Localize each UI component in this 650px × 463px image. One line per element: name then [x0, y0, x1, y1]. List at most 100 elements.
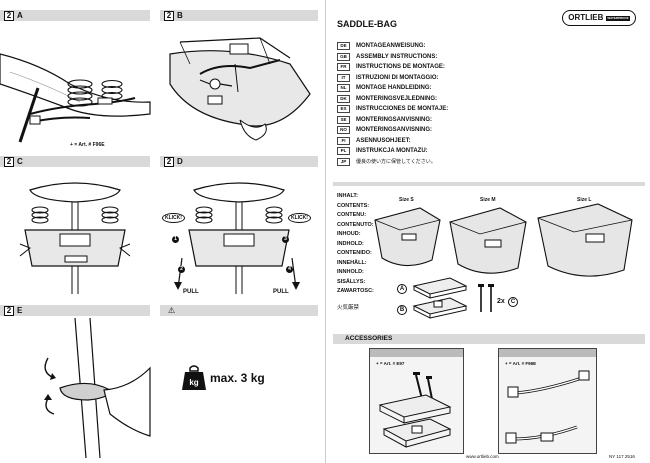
lang-code: JP	[337, 157, 350, 166]
contents-label: INNEHÅLL:	[337, 259, 367, 266]
accessories-header: ACCESSORIES	[333, 334, 645, 344]
svg-text:kg: kg	[189, 378, 198, 387]
lang-title: ASENNUSOHJEET:	[356, 137, 411, 144]
language-row: DK MONTERINGSVEJLEDNING:	[337, 94, 437, 104]
lang-code: FR	[337, 63, 350, 71]
language-row: PL INSTRUKCJA MONTAZU:	[337, 146, 428, 156]
size-l-label: Size L	[577, 197, 592, 203]
panel-b-illustration	[169, 37, 311, 141]
lang-code: DE	[337, 42, 350, 50]
part-a-marker: A	[397, 284, 407, 294]
page-divider	[325, 0, 326, 463]
step-2-badge: 2	[178, 266, 185, 273]
panel-d-number: 2	[164, 157, 174, 167]
panel-a-illustration	[0, 53, 151, 143]
part-c-marker: C	[508, 297, 518, 307]
panel-b-letter: B	[177, 11, 183, 20]
part-b-marker: B	[397, 305, 407, 315]
language-row: NL MONTAGE HANDLEIDING:	[337, 83, 432, 93]
accessory-card-right: + = Art. # F96E	[498, 348, 597, 454]
contents-label: CONTENUTO:	[337, 221, 374, 228]
lang-title: ISTRUZIONI DI MONTAGGIO:	[356, 74, 439, 81]
panel-e-number: 2	[4, 306, 14, 316]
panel-c-illustration	[19, 182, 131, 294]
lang-code: ES	[337, 105, 350, 113]
bag-size-s	[374, 207, 441, 267]
language-row: NO MONTERINGSANVISNING:	[337, 125, 432, 135]
size-m-label: Size M	[480, 197, 496, 203]
lang-title: 優良の使い方に保管してください。	[356, 158, 436, 165]
brand-sub: WATERPROOF	[606, 15, 630, 21]
contents-label: ZAWARTOSC:	[337, 288, 374, 294]
lang-title: INSTRUCTIONS DE MONTAGE:	[356, 64, 445, 70]
brand-name: ORTLIEB	[568, 13, 604, 22]
lang-title: MONTERINGSVEJLEDNING:	[356, 95, 438, 102]
lang-code: NO	[337, 126, 350, 134]
screws-illustration	[478, 284, 494, 312]
contents-label: INNHOLD:	[337, 269, 364, 275]
panel-a-header: 2 A	[0, 10, 150, 21]
lang-code: IT	[337, 73, 350, 82]
klick-left-label: KLICK!	[162, 213, 185, 223]
size-s-label: Size S	[399, 197, 414, 203]
step-1-badge: 1	[172, 236, 179, 243]
lang-title: MONTAGE HANDLEIDING:	[356, 85, 432, 91]
panel-d-illustration	[174, 182, 300, 294]
panel-c-letter: C	[17, 157, 23, 166]
panel-a-caption: + = Art. # F96E	[70, 142, 105, 148]
bag-size-m	[449, 207, 527, 274]
accessory-card-hang-tab	[370, 349, 463, 357]
contents-label: CONTENTS:	[337, 202, 370, 209]
pull-left-label: PULL	[183, 289, 199, 295]
lang-title: INSTRUKCJA MONTAZU:	[356, 148, 428, 154]
klick-right-label: KLICK!	[288, 213, 311, 223]
language-row: FI ASENNUSOHJEET:	[337, 136, 411, 146]
ortlieb-logo: ORTLIEB WATERPROOF	[562, 10, 636, 26]
accessory-left-illustration	[378, 372, 452, 448]
warning-icon: ⚠	[168, 306, 176, 315]
contents-label: INDHOLD:	[337, 240, 364, 247]
lang-code: GB	[337, 52, 350, 61]
weight-icon: kg	[182, 365, 206, 390]
step-4-badge: 4	[286, 266, 293, 273]
pull-right-label: PULL	[273, 289, 289, 295]
panel-d-header: 2 D	[160, 156, 318, 167]
panel-a-number: 2	[4, 11, 14, 21]
panel-b-number: 2	[164, 11, 174, 21]
lang-code: PL	[337, 147, 350, 155]
step-3-badge: 3	[282, 236, 289, 243]
accessory-right-illustration	[505, 370, 590, 444]
footer-code: NY 117 2516	[609, 454, 635, 459]
lang-title: MONTERINGSANVISNING:	[356, 116, 433, 123]
lang-code: NL	[337, 84, 350, 92]
page-title: SADDLE-BAG	[337, 19, 397, 29]
max-weight-label: max. 3 kg	[210, 371, 265, 385]
lang-code: DK	[337, 94, 350, 103]
footer-url: www.ortlieb.com	[466, 454, 499, 459]
language-row: SE MONTERINGSANVISNING:	[337, 115, 432, 125]
panel-d-letter: D	[177, 157, 183, 166]
lang-title: MONTERINGSANVISNING:	[356, 127, 433, 133]
language-row: GB ASSEMBLY INSTRUCTIONS:	[337, 52, 437, 62]
mount-parts-illustration	[412, 277, 468, 319]
lang-code: FI	[337, 136, 350, 145]
accessories-title: ACCESSORIES	[345, 335, 393, 342]
panel-c-number: 2	[4, 157, 14, 167]
panel-e-header: 2 E	[0, 305, 150, 316]
panel-e-letter: E	[17, 306, 23, 315]
contents-label: 火気厳禁	[337, 305, 360, 311]
section-divider	[333, 182, 645, 186]
contents-label: INHOUD:	[337, 231, 361, 237]
lang-title: ASSEMBLY INSTRUCTIONS:	[356, 53, 438, 60]
accessory-card-hang-tab	[499, 349, 596, 357]
contents-label: INHALT:	[337, 193, 358, 199]
saddle-bag-sizes-illustration	[374, 203, 633, 277]
contents-label: CONTENIDO:	[337, 250, 372, 256]
lang-code: SE	[337, 115, 350, 124]
panel-c-header: 2 C	[0, 156, 150, 167]
contents-label: SISÄLLYS:	[337, 278, 366, 285]
bag-size-l	[537, 203, 633, 277]
accessory-left-caption: + = Art. # E97	[376, 361, 405, 366]
